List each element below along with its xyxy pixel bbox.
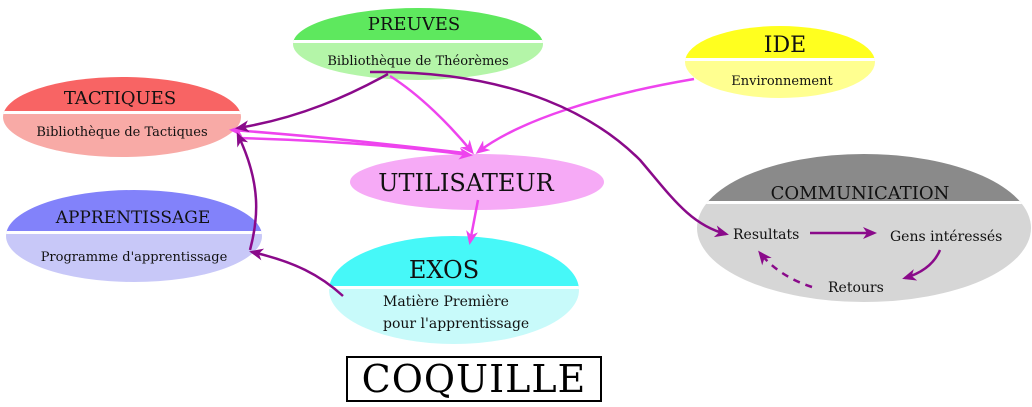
exos-subtitle-line2: pour l'apprentissage [383,316,529,332]
comm-retours: Retours [828,280,884,296]
tactiques-title: TACTIQUES [64,88,176,109]
diagram-title: COQUILLE [346,356,602,402]
arrow-apprentissage-tactiques [236,132,258,251]
arrow-gens-retours [902,249,942,281]
node-communication: COMMUNICATION Resultats Gens intéressés … [697,154,1031,302]
apprentissage-subtitle: Programme d'apprentissage [41,250,228,265]
utilisateur-title: UTILISATEUR [378,169,554,197]
arrow-exos-apprentissage [249,248,344,297]
arrow-preuves-utilisateur [389,74,474,155]
preuves-subtitle: Bibliothèque de Théorèmes [327,54,508,69]
node-utilisateur: UTILISATEUR [350,154,604,210]
ide-title: IDE [764,33,806,58]
preuves-title: PREUVES [368,14,460,35]
arrow-preuves-resultats [369,70,729,238]
comm-resultats: Resultats [733,227,799,243]
arrow-utilisateur-tactiques [229,124,466,155]
arrow-preuves-tactiques [235,72,389,133]
utilisateur-ellipse [350,154,604,210]
ide-subtitle: Environnement [731,74,833,89]
apprentissage-title: APPRENTISSAGE [55,208,211,228]
tactiques-subtitle: Bibliothèque de Tactiques [36,125,207,140]
communication-title: COMMUNICATION [771,183,950,204]
arrow-retours-resultats [758,250,813,289]
node-ide: IDE Environnement [685,26,875,98]
node-preuves: PREUVES Bibliothèque de Théorèmes [293,8,543,80]
exos-title: EXOS [409,256,479,284]
arrow-utilisateur-exos [466,199,480,245]
arrow-ide-utilisateur [475,77,695,154]
node-exos: EXOS Matière Première pour l'apprentissa… [329,236,579,344]
node-tactiques: TACTIQUES Bibliothèque de Tactiques [3,77,241,157]
node-apprentissage: APPRENTISSAGE Programme d'apprentissage [6,190,262,282]
exos-subtitle-line1: Matière Première [383,294,509,310]
arrows [229,70,942,297]
comm-gens-interesses: Gens intéressés [890,229,1002,245]
arrow-tactiques-utilisateur [237,136,473,160]
